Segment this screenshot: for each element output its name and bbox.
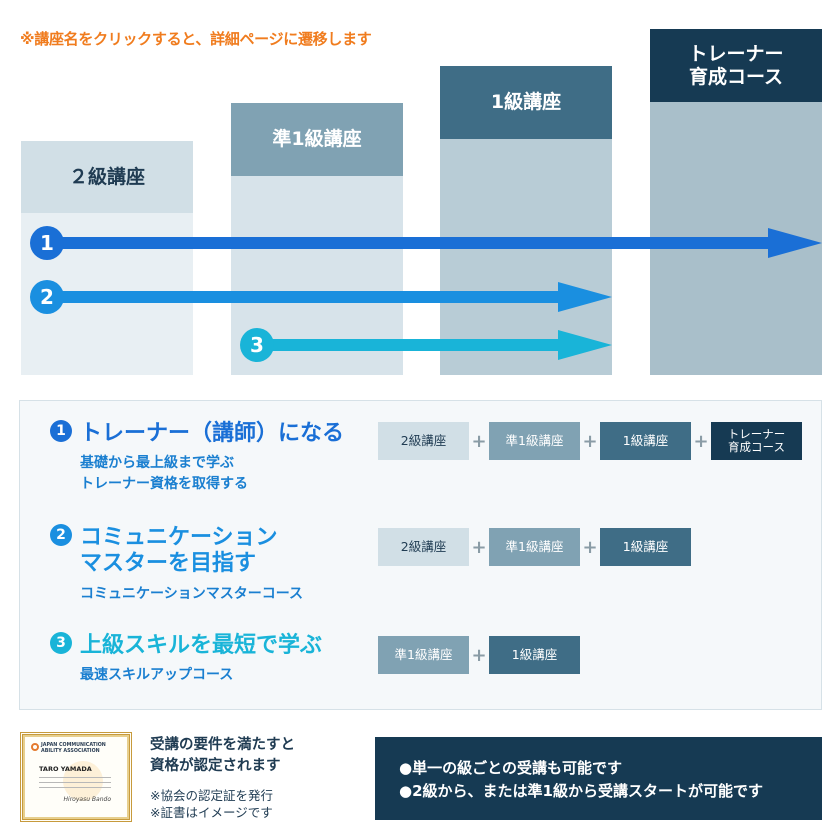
course-level2-body — [21, 213, 193, 375]
route-1-chips: 2級講座 + 準1級講座 + 1級講座 + トレーナー育成コース — [378, 422, 802, 460]
course-trainer-title-line2: 育成コース — [688, 65, 784, 88]
route-1-subtitle-line2: トレーナー資格を取得する — [80, 475, 248, 492]
plus-icon: + — [693, 430, 709, 452]
course-trainer-title-line1: トレーナー — [688, 42, 784, 65]
certificate-signature: Hiroyasu Bando — [63, 796, 111, 803]
certificate-image: JAPAN COMMUNICATION ABILITY ASSOCIATION … — [20, 732, 132, 822]
route-1-subtitle: 基礎から最上級まで学ぶ トレーナー資格を取得する — [80, 453, 344, 494]
route-1-title: 1 トレーナー（講師）になる — [50, 420, 345, 447]
course-semi1-body — [231, 176, 403, 375]
route-3-chip-level1[interactable]: 1級講座 — [489, 636, 580, 674]
certificate-org: JAPAN COMMUNICATION ABILITY ASSOCIATION — [41, 743, 106, 755]
route-1-chip-semi1[interactable]: 準1級講座 — [489, 422, 580, 460]
certificate-note-line2: ※証書はイメージです — [150, 804, 273, 820]
certificate-description-line2: 資格が認定されます — [150, 758, 281, 775]
route-1: 1 トレーナー（講師）になる 基礎から最上級まで学ぶ トレーナー資格を取得する — [50, 420, 345, 494]
course-level2-title[interactable]: ２級講座 — [21, 141, 193, 213]
route-1-number: 1 — [50, 420, 72, 442]
route-1-chip-level2[interactable]: 2級講座 — [378, 422, 469, 460]
certificate-seal-icon — [63, 761, 103, 801]
route-2-chip-level1[interactable]: 1級講座 — [600, 528, 691, 566]
course-semi1-title[interactable]: 準1級講座 — [231, 103, 403, 176]
course-trainer-body — [650, 102, 822, 375]
course-level2-column[interactable]: ２級講座 — [21, 141, 193, 375]
route-3-subtitle: 最速スキルアップコース — [80, 665, 322, 685]
course-trainer-column[interactable]: トレーナー育成コース — [650, 29, 822, 375]
course-level1-title[interactable]: 1級講座 — [440, 66, 612, 139]
chip-trainer-line1: トレーナー — [727, 426, 786, 441]
certificate-note-line1: ※協会の認定証を発行 — [150, 788, 273, 803]
route-2-chip-semi1[interactable]: 準1級講座 — [489, 528, 580, 566]
route-3-chip-semi1[interactable]: 準1級講座 — [378, 636, 469, 674]
course-level1-column[interactable]: 1級講座 — [440, 66, 612, 375]
notice-text: ※講座名をクリックすると、詳細ページに遷移します — [20, 30, 372, 48]
route-1-title-text: トレーナー（講師）になる — [80, 421, 345, 446]
certificate-name: TARO YAMADA — [39, 765, 92, 773]
plus-icon: + — [582, 430, 598, 452]
route-3-title-text: 上級スキルを最短で学ぶ — [80, 633, 323, 658]
certificate-org-line1: JAPAN COMMUNICATION — [41, 743, 106, 748]
route-2-subtitle-line1: コミュニケーションマスターコース — [80, 585, 304, 602]
plus-icon: + — [471, 536, 487, 558]
route-2-title: 2 コミュニケーションマスターを目指す — [50, 524, 303, 578]
chip-trainer-line2: 育成コース — [728, 440, 785, 454]
route-1-chip-level1[interactable]: 1級講座 — [600, 422, 691, 460]
certificate-description: 受講の要件を満たすと 資格が認定されます — [150, 735, 295, 777]
route-2-chips: 2級講座 + 準1級講座 + 1級講座 — [378, 528, 691, 566]
info-box-line2: ●2級から、または準1級から受講スタートが可能です — [399, 782, 763, 801]
route-2-chip-level2[interactable]: 2級講座 — [378, 528, 469, 566]
route-3: 3 上級スキルを最短で学ぶ 最速スキルアップコース — [50, 632, 323, 686]
course-level1-body — [440, 139, 612, 375]
info-box-line1: ●単一の級ごとの受講も可能です — [399, 759, 622, 777]
course-semi1-column[interactable]: 準1級講座 — [231, 103, 403, 375]
route-3-subtitle-line1: 最速スキルアップコース — [80, 667, 234, 684]
route-3-number: 3 — [50, 632, 72, 654]
route-2: 2 コミュニケーションマスターを目指す コミュニケーションマスターコース — [50, 524, 303, 604]
route-3-title: 3 上級スキルを最短で学ぶ — [50, 632, 323, 659]
route-1-chip-trainer[interactable]: トレーナー育成コース — [711, 422, 802, 460]
route-2-title-line1: コミュニケーション — [80, 525, 278, 550]
certificate-description-line1: 受講の要件を満たすと — [150, 737, 295, 753]
routes-panel: 1 トレーナー（講師）になる 基礎から最上級まで学ぶ トレーナー資格を取得する 2… — [19, 400, 822, 710]
route-2-title-line2: マスターを目指す — [80, 551, 257, 577]
certificate-notes: ※協会の認定証を発行 ※証書はイメージです — [150, 788, 273, 822]
association-logo-icon — [31, 743, 39, 751]
route-3-chips: 準1級講座 + 1級講座 — [378, 636, 580, 674]
route-2-subtitle: コミュニケーションマスターコース — [80, 584, 303, 604]
route-2-number: 2 — [50, 524, 72, 546]
course-trainer-title[interactable]: トレーナー育成コース — [650, 29, 822, 102]
route-1-subtitle-line1: 基礎から最上級まで学ぶ — [80, 455, 234, 472]
plus-icon: + — [471, 430, 487, 452]
certificate-org-line2: ABILITY ASSOCIATION — [41, 748, 100, 754]
plus-icon: + — [471, 644, 487, 666]
certificate-text-lines — [39, 777, 111, 792]
plus-icon: + — [582, 536, 598, 558]
info-box: ●単一の級ごとの受講も可能です ●2級から、または準1級から受講スタートが可能で… — [375, 737, 822, 820]
